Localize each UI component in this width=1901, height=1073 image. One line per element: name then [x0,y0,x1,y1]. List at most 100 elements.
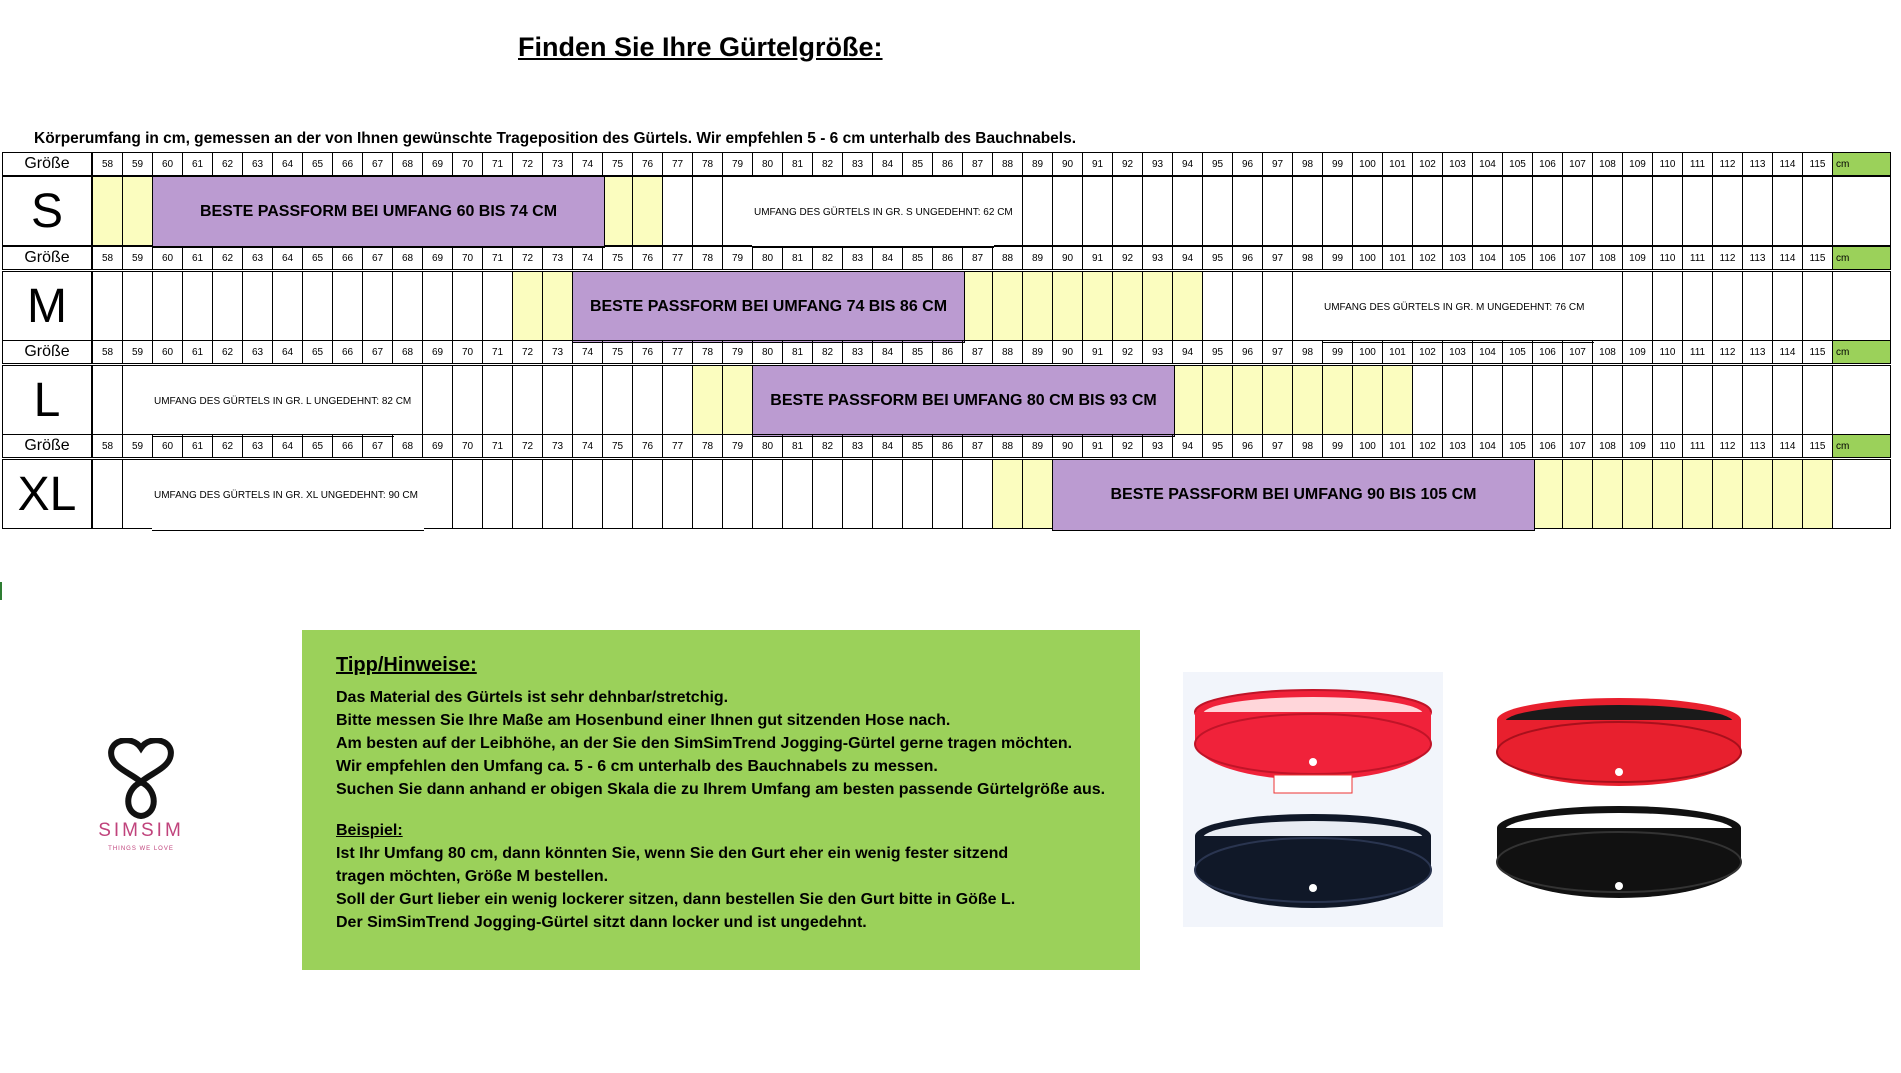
size-header-cell: 101 [1382,434,1413,458]
size-data-cell [602,459,633,529]
size-header-cell: 101 [1382,246,1413,270]
size-data-cell [1622,365,1653,435]
size-header-cell: 96 [1232,152,1263,176]
size-header-cell: 96 [1232,340,1263,364]
size-data-cell [1022,176,1053,246]
size-data-cell [1412,365,1443,435]
size-header-cell: 63 [242,434,273,458]
size-header-cell: 63 [242,340,273,364]
size-label: L [2,365,92,435]
cell-marker [0,582,2,600]
size-header-label: Größe [2,152,92,176]
size-header-cell: 70 [452,340,483,364]
size-label: M [2,271,92,341]
size-data-cell [1142,176,1173,246]
size-data-cell [1652,176,1683,246]
size-header-cell: 60 [152,434,183,458]
size-header-cell: 79 [722,152,753,176]
size-header-cell: 80 [752,246,783,270]
size-header-label: Größe [2,246,92,270]
size-header-cell: 109 [1622,340,1653,364]
size-header-cell: 65 [302,246,333,270]
size-header-cell: 70 [452,434,483,458]
size-header-cell: 59 [122,246,153,270]
ungedehnt-note: UMFANG DES GÜRTELS IN GR. L UNGEDEHNT: 8… [152,365,411,437]
size-data-cell [1532,365,1563,435]
size-data-cell [1742,459,1773,529]
size-header-cell: 67 [362,434,393,458]
size-data-cell [1562,176,1593,246]
size-header-cell: 107 [1562,246,1593,270]
size-data-cell [422,271,453,341]
size-data-cell [692,176,723,246]
size-header-cell: 76 [632,340,663,364]
size-header-cell: 68 [392,152,423,176]
size-data-cell [1562,365,1593,435]
size-header-cell: 61 [182,434,213,458]
size-header-cell: 112 [1712,152,1743,176]
size-data-cell [1802,459,1833,529]
size-header-cell: 108 [1592,434,1623,458]
size-header-cell: 71 [482,152,513,176]
size-header-cell: 85 [902,246,933,270]
size-header-cell: 81 [782,340,813,364]
size-data-cell [92,365,123,435]
size-header-cell: 111 [1682,340,1713,364]
size-header-cell: 69 [422,434,453,458]
size-header-cell: 58 [92,152,123,176]
size-header-cell: 75 [602,340,633,364]
size-header-cell: 67 [362,340,393,364]
size-data-cell [122,176,153,246]
size-header-cell: 64 [272,340,303,364]
size-header-cell: 75 [602,152,633,176]
size-header-cell: 113 [1742,246,1773,270]
size-header-cell: 66 [332,246,363,270]
size-header-cell: 70 [452,246,483,270]
size-header-cell: 64 [272,152,303,176]
size-header-cell: 103 [1442,246,1473,270]
size-header-cell: 74 [572,340,603,364]
size-header-cell: 77 [662,340,693,364]
size-data-cell [1112,176,1143,246]
size-header-cell: 105 [1502,434,1533,458]
size-header-cell: 90 [1052,152,1083,176]
size-header-cell: 107 [1562,434,1593,458]
size-header-cell: 73 [542,246,573,270]
size-header-cell: 62 [212,246,243,270]
size-data-cell [1592,271,1623,341]
size-header-cell: 83 [842,434,873,458]
size-header-cell: 99 [1322,340,1353,364]
size-header-cell: 103 [1442,340,1473,364]
size-data-cell [1142,271,1173,341]
size-data-cell [1352,365,1383,435]
size-header-cell: 101 [1382,340,1413,364]
size-header-cell: 71 [482,434,513,458]
size-header-cell: 111 [1682,152,1713,176]
size-label: XL [2,459,92,529]
size-data-cell [632,365,663,435]
size-data-cell [722,459,753,529]
size-header-cell: 63 [242,246,273,270]
size-data-cell [662,459,693,529]
size-data-cell [1322,365,1353,435]
size-data-cell [1622,459,1653,529]
size-header-cell: 93 [1142,246,1173,270]
size-data-cell [1292,365,1323,435]
size-header-cell: 92 [1112,340,1143,364]
size-data-cell [1712,365,1743,435]
size-data-cell [392,271,423,341]
size-header-cell: 90 [1052,340,1083,364]
size-data-cell [212,271,243,341]
size-data-cell [1262,365,1293,435]
size-data-cell [422,365,453,435]
size-header-cell: 83 [842,246,873,270]
size-header-cell: 95 [1202,152,1233,176]
size-data-cell [962,459,993,529]
size-data-cell [92,271,123,341]
size-data-cell [1202,271,1233,341]
size-header-cell: 77 [662,434,693,458]
size-header-cell: 94 [1172,340,1203,364]
size-header-cell: 108 [1592,246,1623,270]
size-data-cell [482,271,513,341]
size-data-cell [542,271,573,341]
